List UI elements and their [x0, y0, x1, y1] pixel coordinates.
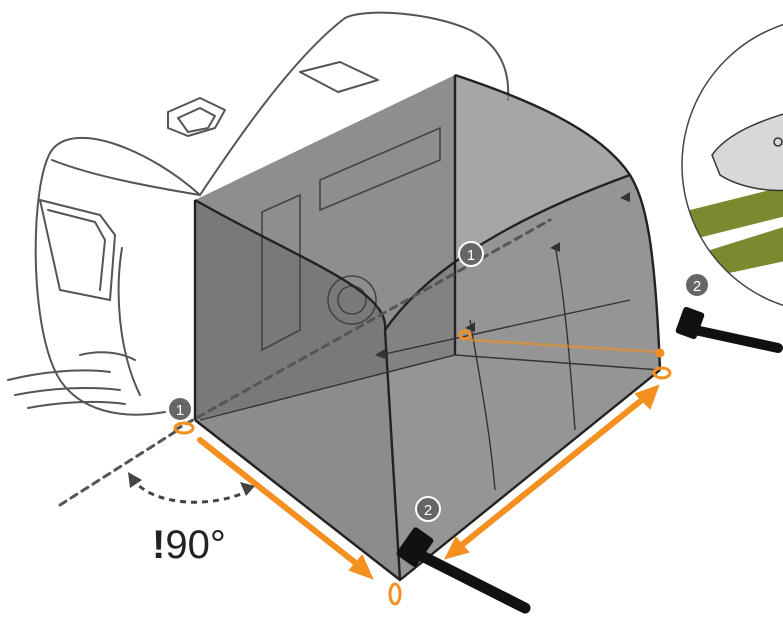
hammer-icon	[396, 527, 531, 614]
step-marker: 2	[684, 272, 710, 298]
tent-roof-panel	[195, 75, 630, 330]
step-marker-label: 2	[424, 502, 432, 519]
detail-zoom	[681, 17, 783, 313]
dimension-arrow	[197, 384, 660, 580]
tent-awning	[193, 73, 662, 582]
tent-peg	[173, 329, 672, 606]
angle-arrowhead-left	[128, 472, 142, 488]
angle-label: !90°	[152, 523, 226, 567]
step-marker: 1	[167, 396, 193, 422]
angle-arrowhead-right	[240, 482, 255, 496]
right-angle-arc	[130, 477, 251, 504]
step-marker: 2	[415, 496, 441, 522]
step-marker: 1	[458, 241, 484, 267]
step-marker-label: 1	[176, 402, 184, 419]
step-marker-label: 2	[693, 278, 701, 295]
awning-rail-guide	[58, 218, 552, 507]
tension-guide-line	[469, 338, 661, 354]
tent-front-panel	[195, 200, 400, 580]
step-marker-label: 1	[467, 247, 475, 264]
tent-end-panel	[385, 175, 660, 580]
hammer-icon	[675, 306, 783, 353]
caravan-outline	[7, 11, 510, 416]
